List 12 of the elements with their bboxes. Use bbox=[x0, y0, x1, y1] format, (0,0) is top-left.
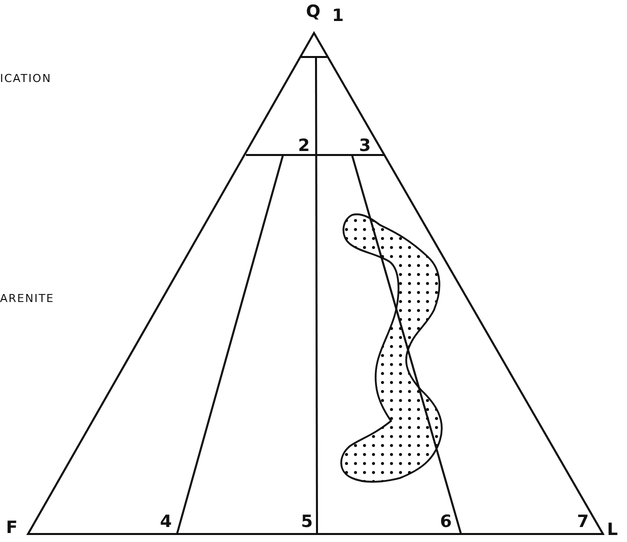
vertex-label: Q bbox=[306, 4, 320, 21]
field-number: 5 bbox=[301, 514, 313, 531]
cut-off-text: ARENITE bbox=[0, 293, 54, 304]
field-number: 4 bbox=[160, 514, 172, 531]
vertex-label: F bbox=[6, 520, 18, 537]
field-number: 1 bbox=[332, 8, 344, 25]
field-number: 6 bbox=[440, 514, 452, 531]
cut-off-text: ICATION bbox=[0, 73, 52, 84]
vertex-label: L bbox=[607, 522, 618, 539]
field-number: 7 bbox=[577, 514, 589, 531]
field-number: 3 bbox=[359, 138, 371, 155]
field-number: 2 bbox=[298, 138, 310, 155]
